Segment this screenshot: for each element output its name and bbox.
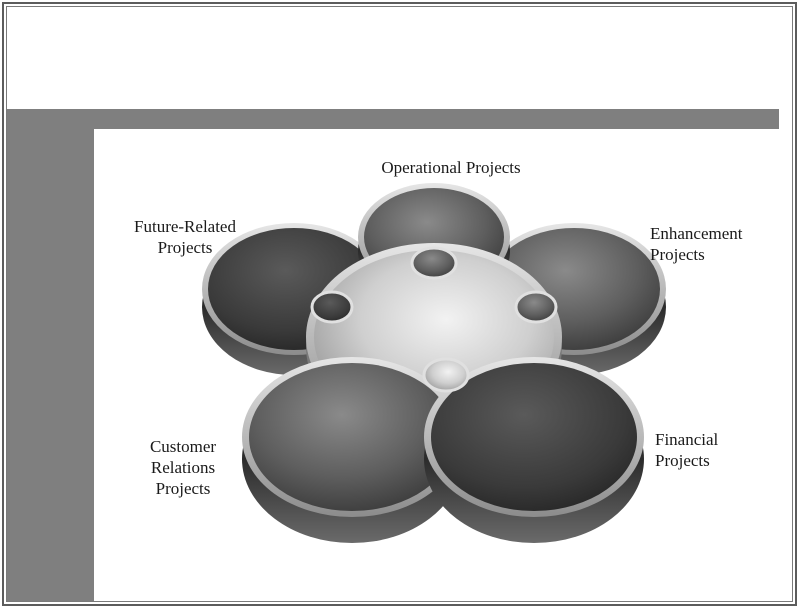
label-enhancement-projects: Enhancement Projects [650, 224, 743, 264]
inner-border [6, 6, 793, 602]
petal-financial [424, 357, 644, 543]
left-band [7, 109, 94, 601]
label-future-related-projects: Future-Related Projects [134, 217, 236, 257]
label-operational-projects: Operational Projects [381, 158, 521, 177]
lower-notches [422, 357, 470, 393]
top-band [7, 109, 779, 129]
petal-customer-relations [242, 357, 462, 543]
label-customer-relations-projects: Customer Relations Projects [149, 437, 217, 498]
flower-puzzle-diagram [202, 183, 666, 543]
label-financial-projects: Financial Projects [655, 430, 719, 470]
